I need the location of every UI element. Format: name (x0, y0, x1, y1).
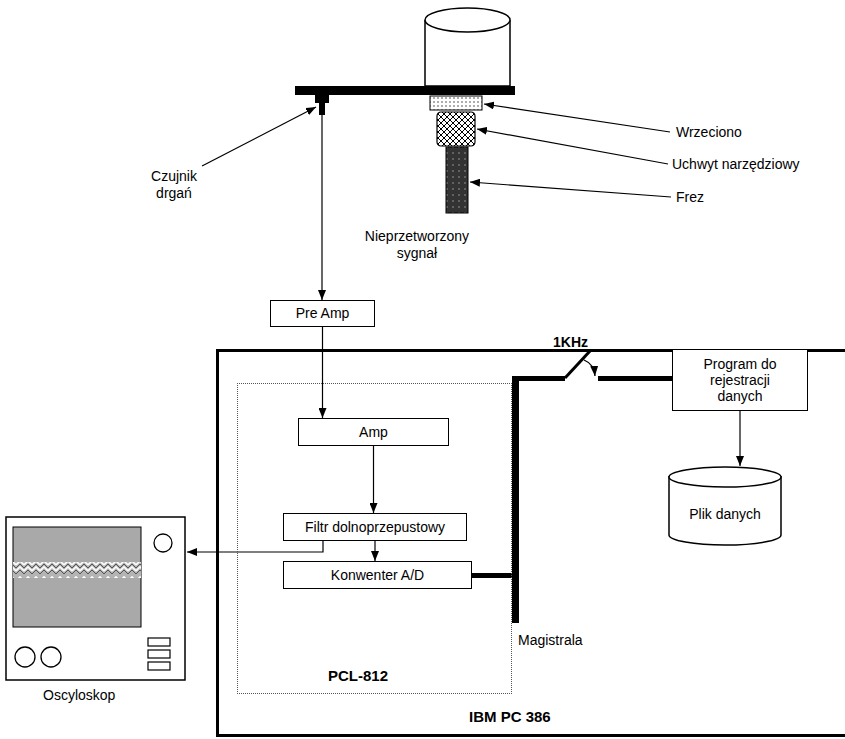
node-label: IBM PC 386 (469, 708, 551, 725)
signal-connector (739, 411, 740, 466)
signal-connector (374, 541, 375, 561)
node-label: Amp (359, 424, 388, 440)
node-label: Pre Amp (296, 305, 350, 321)
amplifier-box: Amp (298, 418, 449, 446)
bus (472, 376, 672, 623)
vibration-sensor (315, 95, 329, 115)
card-frame: AmpFiltr dolnoprzepustowyKonwenter A/D PC… (237, 383, 512, 694)
oscilloscope-drawing (6, 517, 185, 680)
program-box: Program do rejestracji danych (672, 349, 808, 411)
part-label: Uchwyt narzędziowy (672, 156, 800, 173)
leader-lines (202, 104, 671, 197)
signal-label: Nieprzetworzony sygnał (352, 228, 482, 262)
data-file-cylinder: Plik danych (668, 466, 782, 546)
pre-amp-box: Pre Amp (270, 300, 375, 327)
adc-box: Konwenter A/D (283, 561, 472, 589)
oscilloscope: Oscyloskop (5, 515, 187, 710)
machine-spindle (295, 8, 515, 213)
bus-label: Magistrala (518, 632, 583, 649)
node-label: Filtr dolnoprzepustowy (305, 519, 445, 535)
node-label: Konwenter A/D (331, 567, 424, 583)
part-label: Frez (676, 189, 704, 206)
frequency-label: 1KHz (553, 334, 588, 351)
signal-connector (322, 327, 323, 418)
node-label: Plik danych (689, 506, 761, 522)
node-label: Program do rejestracji danych (690, 356, 790, 404)
part-label: Wrzeciono (676, 124, 742, 141)
signal-connector (373, 446, 374, 513)
filter-box: Filtr dolnoprzepustowy (283, 513, 467, 541)
node-label: PCL-812 (328, 667, 388, 684)
sampling-switch (565, 351, 595, 378)
sensor-label: Czujnik drgań (138, 168, 210, 202)
signal-connector (187, 541, 323, 552)
signal-wire (321, 115, 322, 300)
node-label: Oscyloskop (43, 687, 115, 703)
computer-frame: AmpFiltr dolnoprzepustowyKonwenter A/D PC… (216, 349, 845, 737)
